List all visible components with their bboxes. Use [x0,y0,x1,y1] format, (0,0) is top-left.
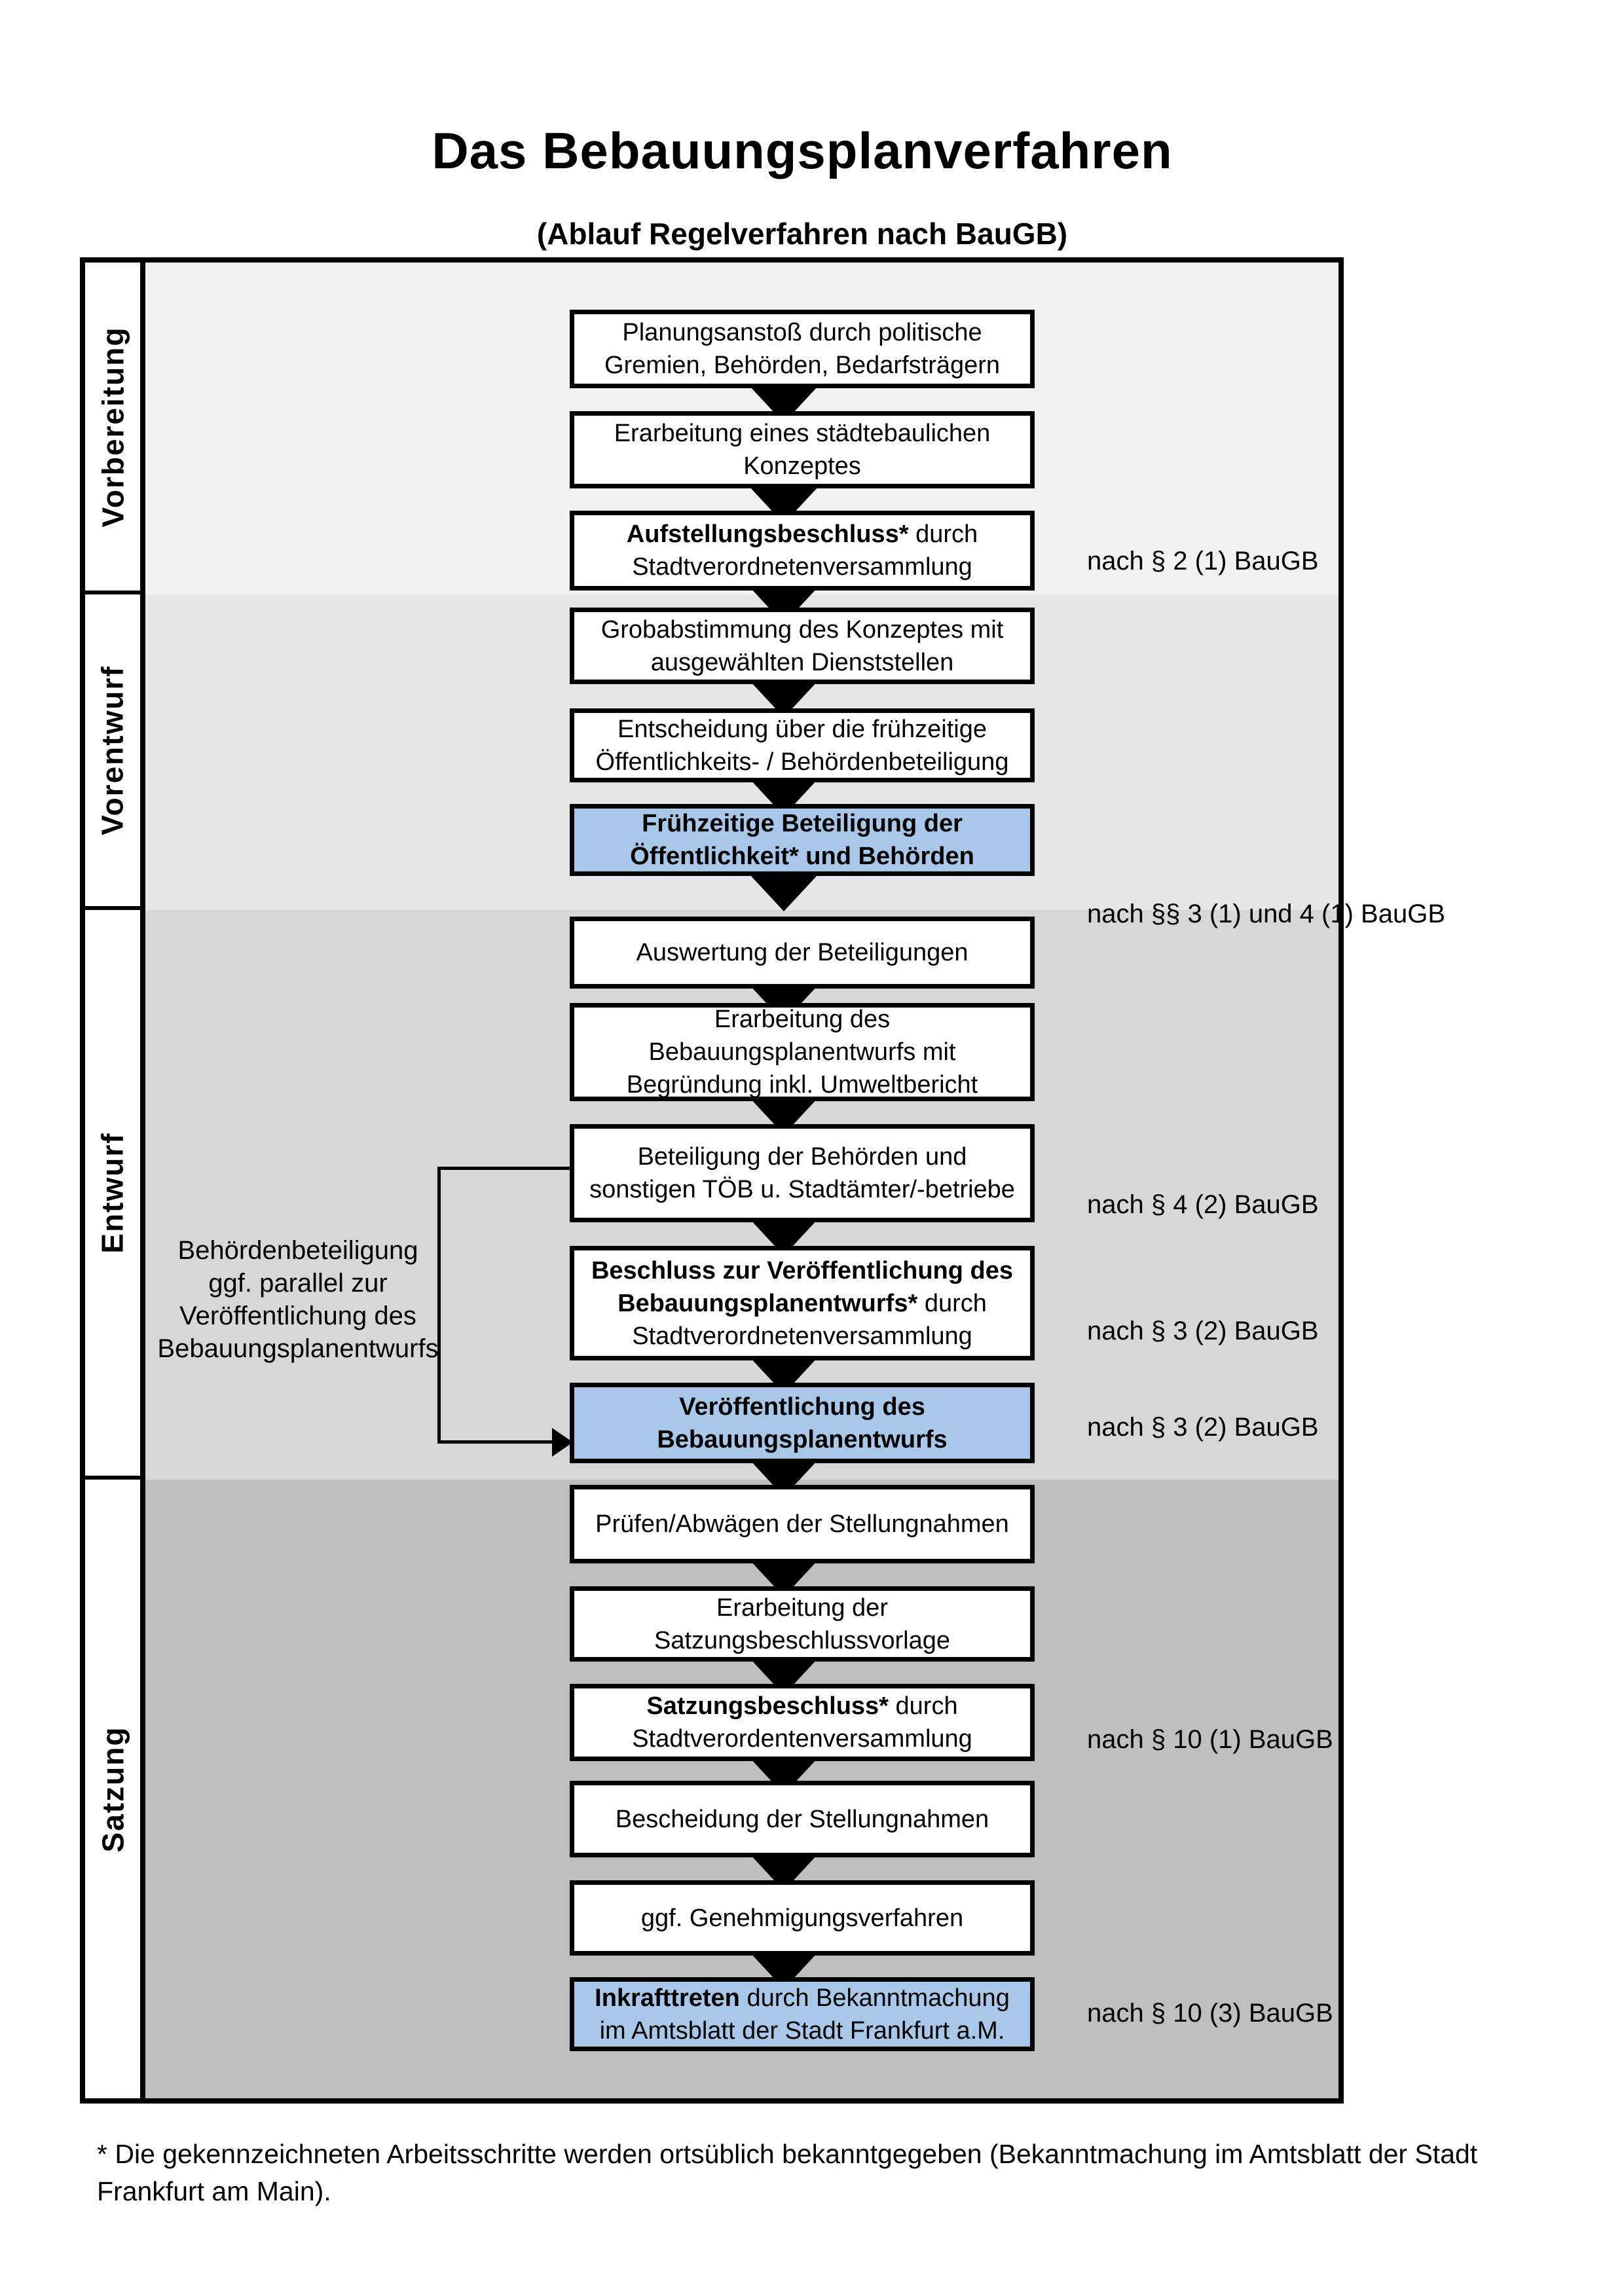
box-line: Prüfen/Abwägen der Stellungnahmen [595,1510,1009,1538]
box-line: Satzungsbeschluss* durch [646,1690,957,1722]
side-note-line: Bebauungsplanentwurfs [157,1334,439,1363]
footnote: * Die gekennzeichneten Arbeitsschritte w… [97,2136,1557,2210]
box-line: Grobabstimmung des Konzeptes mit [600,615,1004,644]
flow-box-aufstellungsbeschluss: Aufstellungsbeschluss* durch Stadtverord… [570,511,1035,591]
box-line: Erarbeitung des [714,1006,891,1033]
box-line-rest: durch [888,1692,958,1720]
box-line: Stadtverordentenversammlung [632,1725,972,1753]
bracket-top-line [437,1167,570,1170]
page-subtitle: (Ablauf Regelverfahren nach BauGB) [536,217,1068,251]
page-subtitle-wrap: (Ablauf Regelverfahren nach BauGB) [0,216,1604,251]
side-note-line: Behördenbeteiligung [177,1236,418,1265]
box-line: Konzeptes [743,452,861,480]
legal-reference-5: nach § 3 (2) BauGB [1087,1413,1319,1442]
legal-reference-7: nach § 10 (3) BauGB [1087,1999,1333,2028]
box-line: Begründung inkl. Umweltbericht [626,1071,978,1099]
box-line: Auswertung der Beteiligungen [636,939,969,966]
flow-box-satzungsbeschluss: Satzungsbeschluss* durch Stadtverordente… [570,1684,1035,1761]
flow-box-genehmigung: ggf. Genehmigungsverfahren [570,1880,1035,1956]
flow-box-inkrafttreten: Inkrafttreten durch Bekanntmachung im Am… [570,1977,1035,2051]
phase-label-vorentwurf: Vorentwurf [96,665,130,835]
page-title-wrap: Das Bebauungsplanverfahren [0,121,1604,181]
legal-reference-2: nach §§ 3 (1) und 4 (1) BauGB [1087,900,1445,928]
box-line-bold: Inkrafttreten [595,1984,740,2012]
flow-box-planungsanstoss: Planungsanstoß durch politische Gremien,… [570,310,1035,388]
bracket-bottom-line [437,1440,553,1444]
box-line: Bebauungsplanentwurfs [657,1425,948,1453]
box-line-bold: Beschluss zur Veröffentlichung des [591,1256,1014,1285]
flow-box-veroeffentlichung: Veröffentlichung des Bebauungsplanentwur… [570,1383,1035,1463]
box-line: sonstigen TÖB u. Stadtämter/-betriebe [589,1176,1015,1203]
phase-label-vorbereitung: Vorbereitung [96,326,130,527]
box-line-bold: Aufstellungsbeschluss* [626,520,909,548]
footnote-line: * Die gekennzeichneten Arbeitsschritte w… [97,2139,1478,2169]
flow-box-pruefen: Prüfen/Abwägen der Stellungnahmen [570,1485,1035,1563]
side-note-parallel: Behördenbeteiligung ggf. parallel zur Ve… [151,1234,445,1365]
box-line: Frühzeitige Beteiligung der [642,810,963,837]
box-line: Stadtverordnetenversammlung [632,1322,972,1350]
side-note-line: ggf. parallel zur [208,1269,388,1298]
box-line: Erarbeitung eines städtebaulichen [614,420,991,447]
bracket-arrow-right-icon [552,1428,573,1457]
box-line: Veröffentlichung des [679,1393,925,1421]
phase-cell-vorentwurf: Vorentwurf [85,594,145,910]
flow-box-bescheidung: Bescheidung der Stellungnahmen [570,1781,1035,1857]
box-line: im Amtsblatt der Stadt Frankfurt a.M. [599,2016,1005,2045]
box-line: Öffentlichkeit* und Behörden [630,843,974,870]
box-line-bold: Satzungsbeschluss* [646,1692,889,1720]
flow-box-erarbeitung-entwurf: Erarbeitung des Bebauungsplanentwurfs mi… [570,1003,1035,1101]
phase-label-satzung: Satzung [96,1726,130,1852]
box-line: Erarbeitung der [716,1594,888,1622]
phase-cell-vorbereitung: Vorbereitung [85,263,145,594]
phase-cell-satzung: Satzung [85,1480,145,2098]
legal-reference-3: nach § 4 (2) BauGB [1087,1190,1319,1219]
flow-box-konzept: Erarbeitung eines städtebaulichen Konzep… [570,411,1035,488]
box-line: ggf. Genehmigungsverfahren [640,1904,964,1932]
box-line-bold: Bebauungsplanentwurfs* [618,1289,918,1317]
box-line: Gremien, Behörden, Bedarfsträgern [604,352,1001,379]
box-line: Bescheidung der Stellungnahmen [615,1805,989,1833]
flow-box-beteiligung-behoerden: Beteiligung der Behörden und sonstigen T… [570,1124,1035,1222]
box-line: Öffentlichkeits- / Behördenbeteiligung [595,748,1009,776]
footnote-line: Frankfurt am Main). [97,2176,331,2206]
box-line: Planungsanstoß durch politische [622,319,982,346]
phase-label-entwurf: Entwurf [96,1132,130,1254]
bracket-vertical-line [437,1167,441,1444]
box-line: Bebauungsplanentwurfs mit [648,1038,956,1066]
flow-box-auswertung: Auswertung der Beteiligungen [570,917,1035,989]
flow-box-grobabstimmung: Grobabstimmung des Konzeptes mit ausgewä… [570,608,1035,684]
box-line: Satzungsbeschlussvorlage [654,1626,951,1654]
box-line: Entscheidung über die frühzeitige [617,715,987,743]
flow-box-beschluss-veroeffentlichung: Beschluss zur Veröffentlichung des Bebau… [570,1246,1035,1360]
box-line-rest: durch Bekanntmachung [739,1984,1010,2012]
box-line: Bebauungsplanentwurfs* durch [618,1287,987,1320]
flow-arrow-down-icon [750,875,818,911]
phase-cell-entwurf: Entwurf [85,910,145,1480]
box-line-rest: durch [917,1289,987,1317]
legal-reference-4: nach § 3 (2) BauGB [1087,1317,1319,1345]
flow-box-entscheidung: Entscheidung über die frühzeitige Öffent… [570,708,1035,782]
box-line: Stadtverordnetenversammlung [632,553,972,581]
legal-reference-1: nach § 2 (1) BauGB [1087,547,1319,575]
box-line: Aufstellungsbeschluss* durch [627,518,978,551]
page-title: Das Bebauungsplanverfahren [432,122,1173,179]
flow-box-satzungsvorlage: Erarbeitung der Satzungsbeschlussvorlage [570,1586,1035,1662]
box-line: ausgewählten Dienststellen [650,648,954,676]
flow-box-fruehzeitige-beteiligung: Frühzeitige Beteiligung der Öffentlichke… [570,804,1035,876]
side-note-line: Veröffentlichung des [179,1302,416,1330]
box-line: Inkrafttreten durch Bekanntmachung [595,1982,1010,2014]
legal-reference-6: nach § 10 (1) BauGB [1087,1725,1333,1754]
box-line-rest: durch [908,520,978,548]
box-line: Beteiligung der Behörden und [637,1143,967,1171]
